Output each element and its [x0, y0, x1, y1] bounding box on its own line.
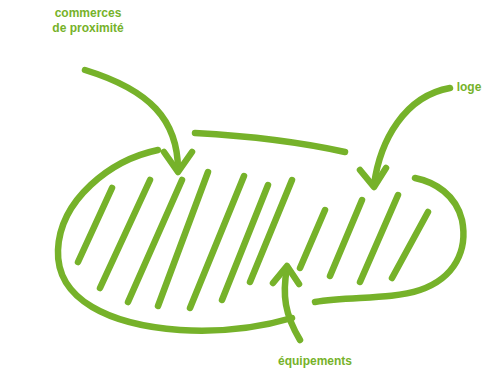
- hatching: [190, 176, 244, 308]
- hatching: [392, 212, 428, 278]
- zone-outline: [58, 150, 292, 331]
- hatching: [360, 195, 398, 282]
- callout-label: commerces de proximité: [47, 6, 129, 36]
- zone-outline: [195, 133, 345, 152]
- arrow-head: [360, 168, 386, 187]
- hatching: [330, 200, 362, 276]
- callout-label: loge: [454, 80, 484, 95]
- hatching: [300, 210, 325, 268]
- callout-label: équipements: [266, 354, 364, 369]
- hatching: [128, 180, 182, 302]
- arrow-head: [273, 266, 299, 284]
- zone-outline: [315, 178, 463, 302]
- hatching: [78, 188, 112, 262]
- hatching: [222, 185, 268, 300]
- arrow-head: [164, 152, 192, 172]
